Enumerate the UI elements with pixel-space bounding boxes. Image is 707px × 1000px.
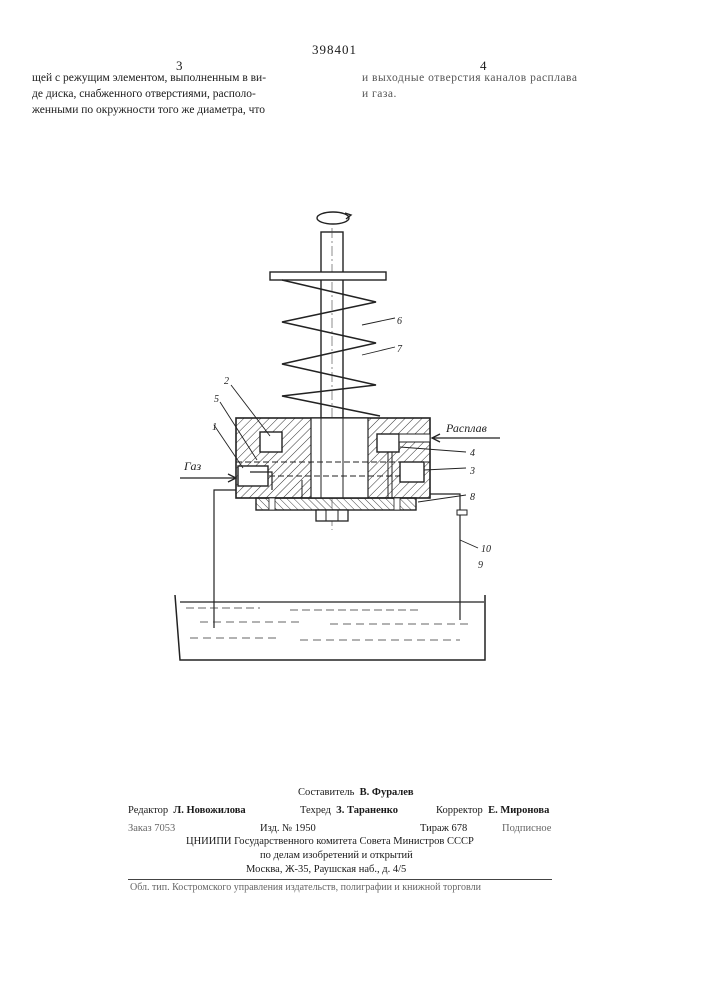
techred-line: Техред З. Тараненко [300,804,398,818]
top-flange [270,272,386,280]
footer-divider [128,879,552,880]
cutting-disk [256,498,416,510]
editor-label: Редактор [128,805,168,816]
address-line: Москва, Ж-35, Раушская наб., д. 4/5 [246,863,406,877]
part-number-7: 7 [397,344,403,355]
part-number-5: 5 [214,394,219,405]
part-number-10: 10 [481,544,491,555]
organization-line-1: ЦНИИПИ Государственного комитета Совета … [186,835,474,849]
melt-inlet-arrow-icon [432,434,500,442]
techred-label: Техред [300,805,331,816]
compiler-name: В. Фуралев [360,787,414,798]
nut [316,510,348,521]
techred-name: З. Тараненко [336,805,398,816]
part-number-4: 4 [470,448,475,459]
compiler-line: Составитель В. Фуралев [298,786,414,800]
compiler-label: Составитель [298,787,354,798]
gas-label: Газ [183,459,202,473]
liquid-bath [175,595,485,660]
subscription-label: Подписное [502,822,551,836]
part-number-6: 6 [397,316,402,327]
editor-name: Л. Новожилова [173,805,245,816]
organization-line-2: по делам изобретений и открытий [260,849,413,863]
gas-inlet-arrow-icon [180,474,236,482]
part-number-9: 9 [478,560,483,571]
corrector-name: Е. Миронова [488,805,549,816]
editor-line: Редактор Л. Новожилова [128,804,246,818]
printer-line: Обл. тип. Костромского управления издате… [130,881,481,895]
corrector-line: Корректор Е. Миронова [436,804,549,818]
edition-number: Изд. № 1950 [260,822,316,836]
melt-label: Расплав [445,421,487,435]
part-number-8: 8 [470,492,475,503]
part-number-3: 3 [469,466,475,477]
corrector-label: Корректор [436,805,483,816]
order-number: Заказ 7053 [128,822,175,836]
rotation-arrow-icon [317,212,351,224]
print-run: Тираж 678 [420,822,467,836]
part-number-1: 1 [212,422,217,433]
part-number-2: 2 [224,376,229,387]
